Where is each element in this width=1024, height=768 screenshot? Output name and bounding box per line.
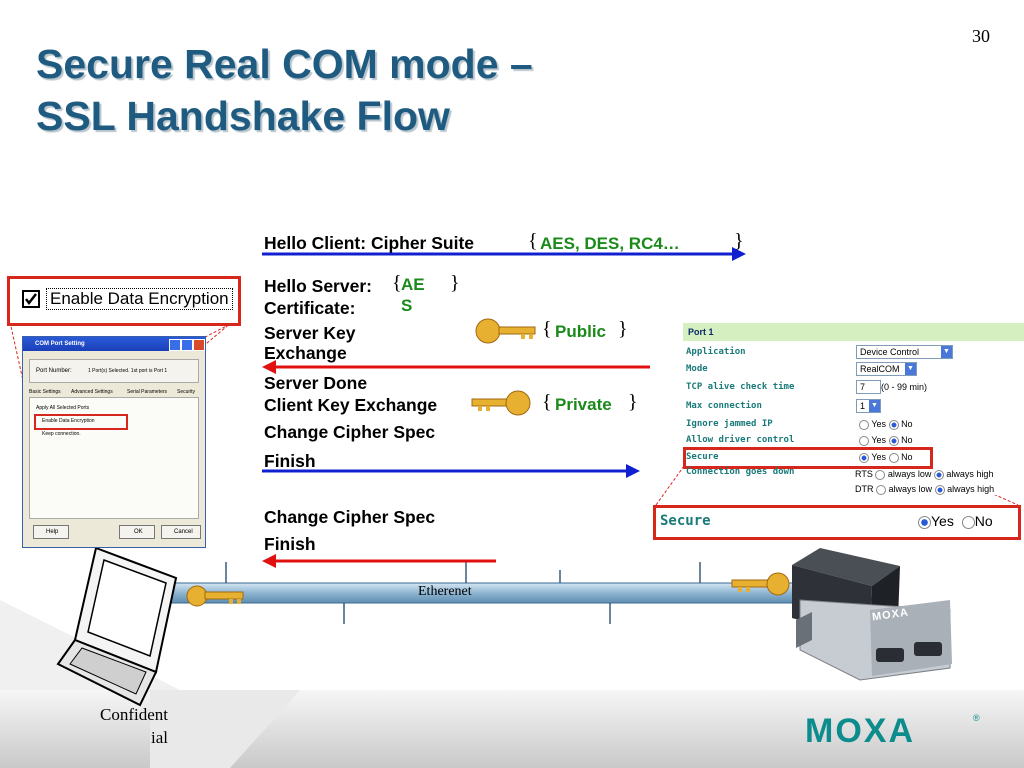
tab-advanced-settings[interactable]: Advanced Settings xyxy=(71,389,113,395)
application-select[interactable]: Device Control▼ xyxy=(856,345,953,359)
msg-server-key-exchange: Server Key Exchange xyxy=(264,323,356,363)
slide-number: 30 xyxy=(972,26,990,46)
secure-zoom-label: Secure xyxy=(660,513,711,529)
msg-change-cipher-spec-server: Change Cipher Spec xyxy=(264,507,436,527)
port-number-box: Port Number: 1 Port(s) Selected. 1st por… xyxy=(29,359,199,383)
brace-close: } xyxy=(450,272,460,294)
secure-zoom: Secure Yes No xyxy=(653,505,1021,540)
help-label: Help xyxy=(46,529,59,535)
panel-header: Port 1 xyxy=(683,323,1024,341)
dialog-tabs: Basic Settings Advanced Settings Serial … xyxy=(29,387,197,397)
com-port-setting-dialog: COM Port Setting Port Number: 1 Port(s) … xyxy=(22,336,206,548)
label-mode: Mode xyxy=(686,364,708,374)
label-application: Application xyxy=(686,347,746,357)
moxa-logo: MOXA xyxy=(805,712,915,750)
public-key-label: Public xyxy=(555,322,607,341)
web-settings-panel: Port 1 Application Device Control▼ Mode … xyxy=(683,323,1024,495)
brace-close: } xyxy=(628,391,638,413)
confidential-label: Confident ial xyxy=(100,705,168,747)
arrow-hello-client xyxy=(262,247,746,261)
tcp-alive-note: (0 - 99 min) xyxy=(881,382,928,392)
secure-radio[interactable]: Yes No xyxy=(859,452,913,463)
tcp-alive-input[interactable]: 7 xyxy=(856,380,881,394)
tab-basic-settings[interactable]: Basic Settings xyxy=(29,389,61,395)
dtr-row[interactable]: DTR always low always high xyxy=(855,484,995,495)
brace-open: { xyxy=(528,230,538,252)
msg-certificate: Certificate: xyxy=(264,298,356,318)
msg-finish-client: Finish xyxy=(264,451,316,471)
close-icon[interactable] xyxy=(193,339,205,351)
msg-finish-server: Finish xyxy=(264,534,316,554)
brace-close: } xyxy=(618,318,628,340)
label-tcp-alive: TCP alive check time xyxy=(686,382,795,392)
moxa-device-icon xyxy=(792,548,952,681)
secure-highlight xyxy=(683,447,933,469)
title-line-2: SSL Handshake Flow xyxy=(36,93,450,139)
apply-all-checkbox[interactable]: Apply All Selected Ports xyxy=(36,405,90,411)
arrow-server-finish xyxy=(262,554,496,568)
registered-mark: ® xyxy=(973,713,980,723)
cancel-button[interactable]: Cancel xyxy=(161,525,201,539)
tab-serial-parameters[interactable]: Serial Parameters xyxy=(127,389,168,395)
enable-encryption-checkbox[interactable]: Enable Data Encryption xyxy=(42,418,95,424)
checkbox-icon xyxy=(22,290,40,308)
security-panel: Apply All Selected Ports Enable Data Enc… xyxy=(29,397,199,519)
arrow-server-done xyxy=(262,360,650,374)
label-secure: Secure xyxy=(686,452,719,462)
msg-client-key-exchange: Client Key Exchange xyxy=(264,395,438,415)
key-icon-private xyxy=(471,390,531,416)
secure-zoom-radio[interactable]: Yes No xyxy=(918,513,993,529)
maximize-icon[interactable] xyxy=(181,339,193,351)
title-line-1: Secure Real COM mode – xyxy=(36,41,533,87)
label-max-connection: Max connection xyxy=(686,401,762,411)
brace-close: } xyxy=(734,230,744,252)
tab-security[interactable]: Security xyxy=(177,389,196,395)
msg-change-cipher-spec-client: Change Cipher Spec xyxy=(264,422,436,442)
selected-cipher: AES xyxy=(401,275,425,315)
max-connection-select[interactable]: 1▼ xyxy=(856,399,881,413)
rts-row[interactable]: RTS always low always high xyxy=(855,469,994,480)
laptop-icon xyxy=(56,546,178,707)
msg-hello-client: Hello Client: Cipher Suite xyxy=(264,233,475,253)
mode-select[interactable]: RealCOM▼ xyxy=(856,362,917,376)
label-connection-goes-down: Connection goes down xyxy=(686,467,795,477)
cancel-label: Cancel xyxy=(174,529,193,535)
brace-open: { xyxy=(542,318,552,340)
ok-button[interactable]: OK xyxy=(119,525,155,539)
label-ignore-jammed-ip: Ignore jammed IP xyxy=(686,419,773,429)
private-key-label: Private xyxy=(555,395,612,414)
ethernet-label: Etherenet xyxy=(418,584,472,599)
slide-title: Secure Real COM mode – SSL Handshake Flo… xyxy=(36,38,533,142)
brace-open: { xyxy=(392,272,402,294)
help-button[interactable]: Help xyxy=(33,525,69,539)
arrow-client-finish xyxy=(262,464,640,478)
cipher-suite-values: AES, DES, RC4… xyxy=(540,234,680,253)
port-number-value: 1 Port(s) Selected. 1st port is Port 1 xyxy=(88,368,168,374)
ok-label: OK xyxy=(134,529,143,535)
key-icon-device xyxy=(731,572,790,596)
ignore-jammed-radio[interactable]: Yes No xyxy=(859,419,913,430)
keep-connection-checkbox[interactable]: Keep connection. xyxy=(42,431,81,437)
key-icon-public xyxy=(475,318,536,344)
dialog-title: COM Port Setting xyxy=(23,337,205,351)
enable-encryption-label: Enable Data Encryption xyxy=(46,288,233,310)
port-number-label: Port Number: xyxy=(36,368,72,374)
msg-hello-server: Hello Server: xyxy=(264,276,372,296)
allow-driver-radio[interactable]: Yes No xyxy=(859,435,913,446)
enable-encryption-zoom: Enable Data Encryption xyxy=(7,276,241,326)
encryption-highlight xyxy=(34,414,128,430)
key-icon-laptop xyxy=(186,585,244,607)
label-allow-driver-control: Allow driver control xyxy=(686,435,795,445)
ethernet-bar xyxy=(159,582,831,604)
brace-open: { xyxy=(542,391,552,413)
msg-server-done: Server Done xyxy=(264,373,368,393)
minimize-icon[interactable] xyxy=(169,339,181,351)
